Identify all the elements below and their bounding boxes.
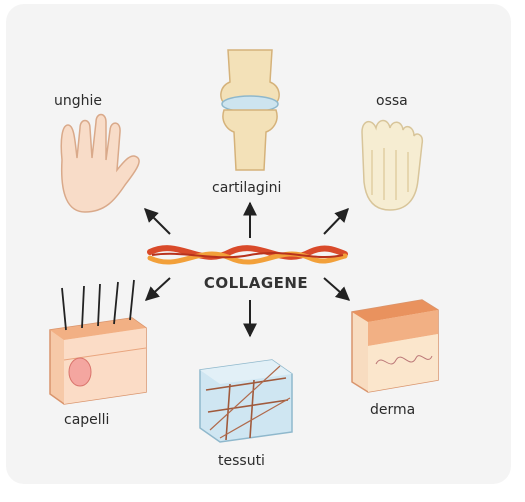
node-label-capelli: capelli <box>64 412 110 428</box>
center-label: COLLAGENE <box>203 274 309 292</box>
collagen-fiber-icon <box>147 245 348 265</box>
node-label-derma: derma <box>370 402 416 418</box>
tissue-cube-icon <box>199 359 293 443</box>
hair-skin-icon <box>49 279 147 405</box>
node-label-cartilagini: cartilagini <box>212 180 282 196</box>
arrows <box>144 201 351 338</box>
node-label-tessuti: tessuti <box>218 453 265 469</box>
foot-bones-icon <box>361 119 424 211</box>
arrow-to-ossa <box>323 207 349 235</box>
hand-icon <box>60 113 140 213</box>
node-label-unghie: unghie <box>54 93 103 109</box>
arrow-to-capelli <box>144 277 171 301</box>
arrow-to-unghie <box>144 208 171 235</box>
node-label-ossa: ossa <box>376 93 408 109</box>
arrow-to-derma <box>323 277 351 301</box>
dermis-icon <box>351 299 439 393</box>
knee-icon <box>220 49 280 171</box>
